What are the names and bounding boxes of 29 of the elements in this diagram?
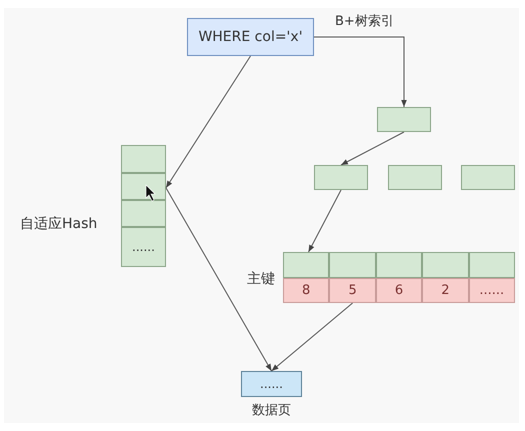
index-cell — [468, 252, 515, 278]
key-cell: 5 — [329, 278, 376, 303]
query-box: WHERE col='x' — [187, 18, 314, 56]
index-cell — [388, 165, 442, 190]
index-cell — [121, 145, 166, 173]
index-cell — [121, 200, 166, 227]
key-cell: 2 — [422, 278, 469, 303]
index-cell — [376, 252, 422, 278]
index-cell — [329, 252, 376, 278]
data-page-box: ...... — [241, 371, 302, 397]
primary-key-label: 主键 — [247, 270, 275, 288]
arrow — [308, 190, 342, 252]
index-cell — [314, 165, 368, 190]
index-cell — [461, 165, 515, 190]
index-cell: ...... — [121, 227, 166, 267]
index-cell — [283, 252, 330, 278]
key-cell: 6 — [376, 278, 422, 303]
arrow — [340, 132, 404, 166]
page-caption: 数据页 — [251, 402, 292, 419]
index-cell — [121, 173, 166, 200]
arrow — [314, 36, 407, 108]
arrow — [166, 187, 272, 372]
arrow — [271, 302, 354, 372]
index-cell — [377, 107, 431, 132]
key-cell: ...... — [468, 278, 515, 303]
arrow — [166, 56, 251, 188]
hash-table-label: 自适应Hash — [20, 215, 98, 233]
key-cell: 8 — [283, 278, 330, 303]
index-cell — [422, 252, 469, 278]
